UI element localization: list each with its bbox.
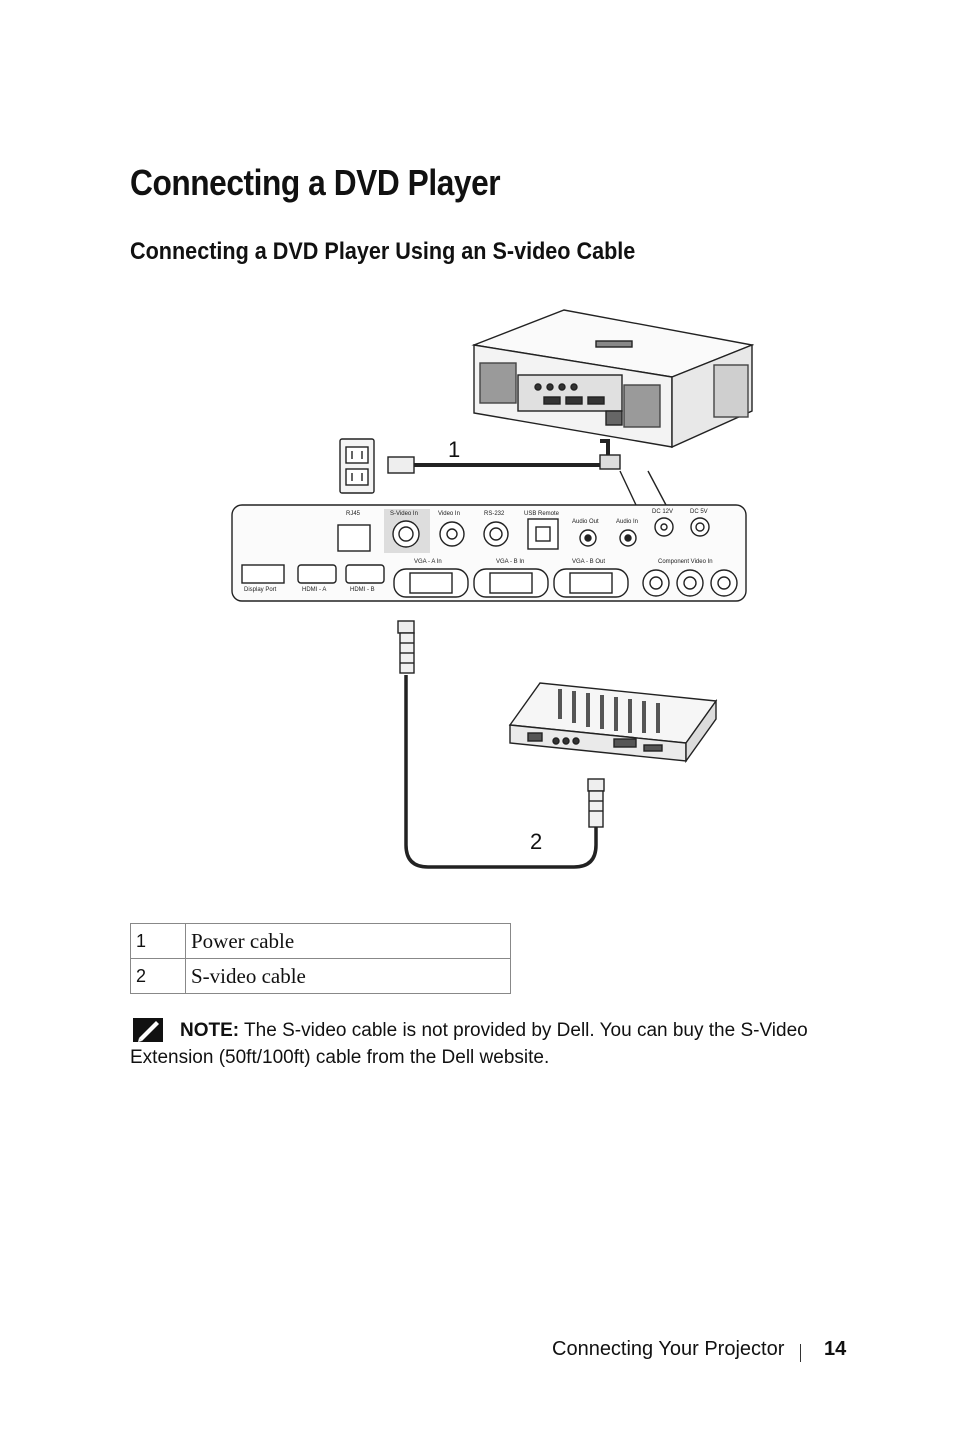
legend-number: 2 [130,958,186,994]
svideo-plug-icon [587,778,605,828]
port-label-rs232: RS-232 [484,511,505,517]
port-label-hdmi-a: HDMI - A [302,587,326,593]
port-label-dc-12v: DC 12V [652,509,673,515]
pencil-note-icon [130,1016,166,1044]
section-subtitle: Connecting a DVD Player Using an S-video… [130,238,636,265]
projector-icon [471,309,754,449]
connection-diagram: 1 2 RJ45 S-Video In Video In RS-232 USB … [231,309,754,869]
port-label-hdmi-b: HDMI - B [350,587,375,593]
port-label-component-video-in: Component Video In [658,559,713,565]
port-label-audio-out: Audio Out [572,519,599,525]
port-label-vga-b-out: VGA - B Out [572,559,605,565]
table-row: 2 S-video cable [130,958,511,994]
page-title: Connecting a DVD Player [130,162,501,203]
footer-divider [800,1344,801,1362]
wall-outlet-icon [339,438,375,494]
svideo-plug-icon [397,620,415,674]
dvd-player-icon [508,682,718,764]
legend-description: S-video cable [185,958,511,994]
port-label-dc-5v: DC 5V [690,509,708,515]
page-number: 14 [824,1338,847,1360]
callout-1: 1 [448,437,460,462]
port-label-svideo-in: S-Video In [390,511,418,517]
port-label-audio-in: Audio In [616,519,638,525]
footer-section: Connecting Your Projector [552,1338,785,1360]
callout-2: 2 [530,829,542,854]
page-footer: Connecting Your Projector 14 [552,1338,852,1368]
port-label-vga-b-in: VGA - B In [496,559,524,565]
port-label-display-port: Display Port [244,587,277,593]
legend-description: Power cable [185,923,511,959]
port-label-rj45: RJ45 [346,511,361,517]
note-label: NOTE: [180,1020,240,1041]
note-block: NOTE: The S-video cable is not provided … [130,1016,830,1071]
port-label-video-in: Video In [438,511,460,517]
legend-number: 1 [130,923,186,959]
table-row: 1 Power cable [130,923,511,959]
port-label-usb-remote: USB Remote [524,511,560,517]
legend-table: 1 Power cable 2 S-video cable [130,923,511,994]
note-text: The S-video cable is not provided by Del… [130,1020,808,1068]
port-label-vga-a-in: VGA - A In [414,559,442,565]
